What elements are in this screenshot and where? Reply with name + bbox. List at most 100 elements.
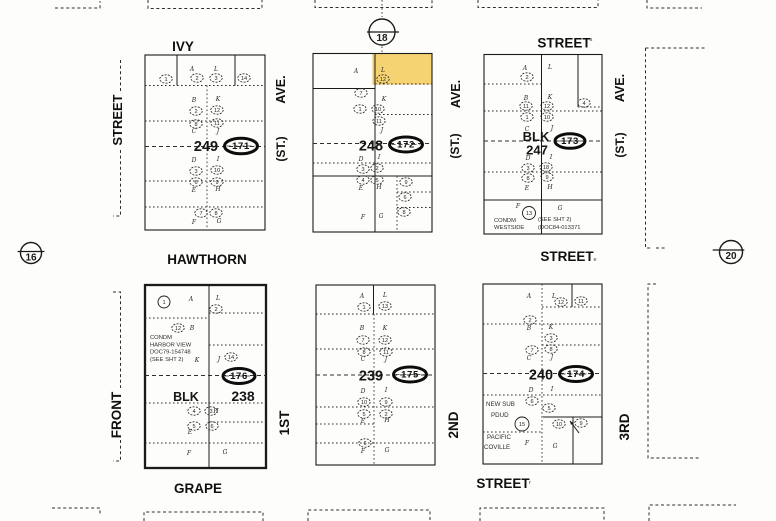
lot-letter: K [382, 325, 388, 332]
parcel-number-circle [378, 301, 392, 311]
partial-block-outline [648, 504, 736, 521]
parcel-number-circle [237, 73, 251, 83]
parcel-number: 6 [194, 180, 197, 186]
lot-letter: D [528, 387, 534, 394]
parcel-number: 7 [530, 348, 533, 354]
parcel-number: 12 [175, 326, 181, 332]
parcel-number: 12 [558, 300, 564, 306]
parcel-number: 14 [241, 76, 247, 82]
lot-letter: L [380, 67, 385, 74]
street-label-street: STREET [537, 36, 591, 51]
parcel-number: 7 [199, 211, 202, 217]
partial-block-outline [52, 507, 101, 516]
parcel-number-circle [376, 74, 390, 84]
partial-block-outline [647, 283, 700, 459]
parcel-number-circle [224, 352, 238, 362]
parcel-number: 11 [383, 350, 389, 356]
highlighted-parcel[interactable] [372, 53, 433, 85]
block-annotation: PACIFIC [487, 434, 511, 441]
parcel-number-circle [370, 175, 384, 185]
street-label-ave: AVE. [449, 80, 463, 108]
lot-letter: C [527, 355, 532, 362]
lot-letter: J [383, 356, 388, 363]
parcel-number-circle [521, 173, 535, 183]
parcel-number: 10 [375, 107, 381, 113]
parcel-number: 11 [214, 121, 220, 127]
lot-letter: J [549, 354, 554, 361]
lot-letter: E [524, 185, 530, 192]
parcel-number: 1 [358, 107, 361, 113]
parcel-number-circle [574, 296, 588, 306]
parcel-number-circle [521, 163, 535, 173]
street-label-ave: AVE. [274, 75, 288, 103]
parcel-number: 3 [526, 166, 529, 172]
block-number: 249 [194, 139, 218, 155]
lot-letter: H [383, 417, 390, 424]
street-label-ivy: IVY [172, 39, 194, 54]
lot-letter: A [188, 296, 194, 303]
lot-letter: G [553, 443, 558, 450]
lot-letter: I [216, 156, 220, 163]
lot-letter: H [214, 186, 221, 193]
parcel-number: 8 [526, 176, 529, 182]
lot-letter: J [379, 127, 384, 134]
lot-letter: G [379, 213, 384, 220]
parcel-number-circle [554, 297, 568, 307]
parcel-number: 10 [556, 422, 562, 428]
partial-block-outline [645, 48, 652, 249]
block-annotation: WESTSIDE [494, 225, 524, 231]
parcel-number-circle [544, 344, 558, 354]
lot-letter: L [215, 295, 220, 302]
lot-letter: F [360, 214, 366, 221]
lot-letter: A [359, 293, 365, 300]
parcel-number-circle [187, 421, 201, 431]
block-annotation: (DOC84-013371 [538, 225, 581, 231]
lot-letter: D [191, 157, 197, 164]
lot-letter: E [187, 429, 193, 436]
lot-letter: L [551, 293, 556, 300]
block-annotation: DOC79-154748 [150, 350, 191, 356]
ref-circle [19, 241, 43, 265]
parcel-number-circle [398, 192, 412, 202]
block-annotation: COVILLE [484, 444, 510, 451]
parcel-number: 3 [194, 169, 197, 175]
street-label-front: FRONT [109, 391, 124, 438]
block-label-prefix: BLK [173, 390, 199, 404]
lot-letter: F [186, 450, 192, 457]
lot-letter: C [525, 126, 530, 133]
block-label-prefix: BLK [523, 129, 550, 144]
parcel-number-circle [190, 73, 204, 83]
parcel-number: 10 [214, 168, 220, 174]
parcel-number: 6 [403, 195, 406, 201]
lot-letter: G [217, 218, 222, 225]
parcel-number-circle [210, 118, 224, 128]
parcel-number: 10 [544, 115, 550, 121]
parcel-number: 2 [214, 307, 217, 313]
parcel-number-circle [353, 104, 367, 114]
parcel-number-circle [519, 101, 533, 111]
lot-letter: K [547, 94, 553, 101]
lot-letter: J [215, 128, 220, 135]
parcel-number: 12 [380, 77, 386, 83]
block-number: 240 [529, 368, 553, 384]
parcel-number-circle [577, 98, 591, 108]
map-page-oval [221, 367, 257, 385]
parcel-number-circle [371, 104, 385, 114]
block-number: 247 [526, 143, 548, 158]
parcel-number: 12 [214, 108, 220, 114]
lot-letter: B [526, 325, 532, 332]
parcel-number-circle [210, 177, 224, 187]
lot-letter: F [515, 203, 521, 210]
parcel-number: 5 [362, 412, 365, 418]
parcel-number: 9 [215, 180, 218, 186]
lot-letter: F [191, 219, 197, 226]
parcel-number-circle [189, 166, 203, 176]
